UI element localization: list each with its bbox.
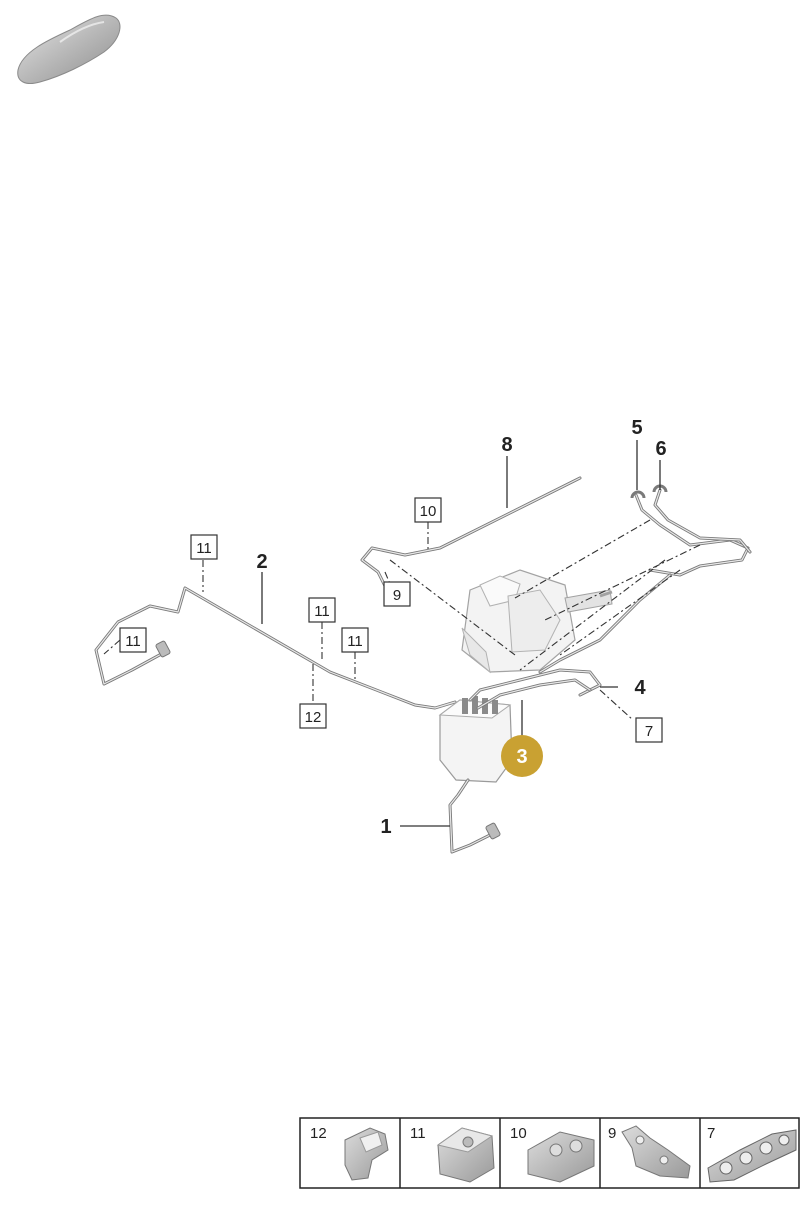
svg-text:7: 7 (645, 723, 653, 740)
clip-icon (344, 1127, 389, 1181)
svg-text:11: 11 (314, 603, 330, 620)
legend-item-11[interactable]: 11 (410, 1125, 495, 1183)
brake-booster-assembly (461, 569, 613, 674)
callout-8: 8 (501, 434, 512, 456)
callout-3-badge[interactable]: 3 (501, 735, 543, 777)
assembly-lines (103, 519, 701, 721)
svg-text:12: 12 (305, 709, 322, 726)
legend-item-12[interactable]: 12 (310, 1125, 389, 1181)
multi-clip-icon (707, 1129, 797, 1183)
legend-item-9[interactable]: 9 (608, 1125, 691, 1179)
svg-text:12: 12 (310, 1125, 327, 1142)
brake-pipes-5-6 (630, 484, 752, 577)
vehicle-thumbnail-icon (17, 14, 121, 84)
boxed-ref-10: 10 (414, 497, 442, 523)
boxed-ref-7: 7 (635, 717, 663, 743)
callout-2: 2 (256, 551, 267, 573)
callout-4: 4 (634, 677, 646, 699)
abs-control-unit (438, 696, 513, 783)
brake-pipe-2 (94, 586, 457, 710)
legend-item-10[interactable]: 10 (510, 1125, 595, 1183)
svg-text:11: 11 (196, 540, 212, 557)
svg-text:10: 10 (510, 1125, 527, 1142)
boxed-ref-11-d: 11 (119, 627, 147, 653)
boxed-ref-11-c: 11 (341, 627, 369, 653)
parts-legend: 12 11 10 9 (299, 1117, 800, 1189)
boxed-ref-12: 12 (299, 703, 327, 729)
brake-pipe-1 (448, 778, 501, 854)
brake-pipe-8 (360, 476, 582, 590)
svg-text:11: 11 (347, 633, 363, 650)
svg-text:9: 9 (393, 587, 401, 604)
legend-item-7[interactable]: 7 (707, 1125, 797, 1183)
bracket-icon (621, 1125, 691, 1179)
callout-3: 3 (516, 746, 527, 768)
callout-5: 5 (631, 417, 642, 439)
svg-text:11: 11 (125, 633, 141, 650)
svg-text:9: 9 (608, 1125, 616, 1142)
double-holder-icon (527, 1131, 595, 1183)
svg-text:7: 7 (707, 1125, 715, 1142)
boxed-ref-11-a: 11 (190, 534, 218, 560)
boxed-ref-9: 9 (383, 581, 411, 607)
callout-1: 1 (380, 816, 391, 838)
brake-pipe-4 (468, 573, 672, 710)
callout-6: 6 (655, 438, 666, 460)
callout-leaders (261, 440, 661, 827)
svg-text:11: 11 (410, 1125, 426, 1142)
holder-icon (436, 1127, 495, 1183)
svg-text:10: 10 (420, 503, 437, 520)
boxed-ref-11-b: 11 (308, 597, 336, 623)
